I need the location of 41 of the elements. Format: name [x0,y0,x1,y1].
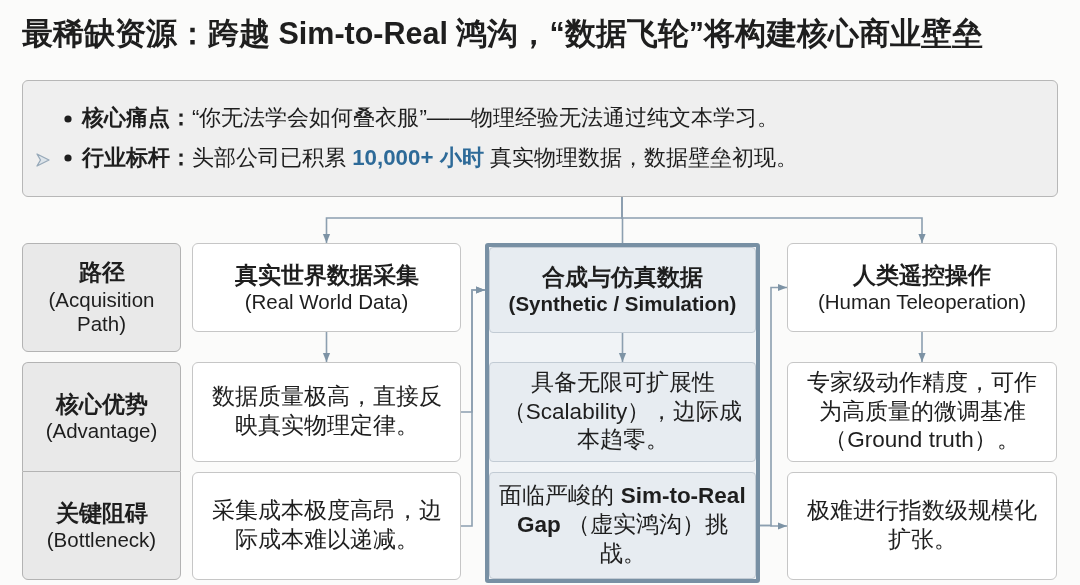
bullet-text: 核心痛点：“你无法学会如何叠衣服”——物理经验无法通过纯文本学习。 [82,105,780,132]
category-box [787,243,1057,332]
diagram-title: 最稀缺资源：跨越 Sim-to-Real 鸿沟，“数据飞轮”将构建核心商业壁垒 [22,15,983,52]
header-subtitle: (Bottleneck) [46,527,157,553]
box-title: 真实世界数据采集 [234,261,419,290]
box-text: 数据质量极高，直接反映真实物理定律。 [210,383,443,440]
connector-arrow [460,286,486,527]
bullet-text: 行业标杆：头部公司已积累 10,000+ 小时 真实物理数据，数据壁垒初现。 [82,145,798,172]
box-subtitle: (Human Teleoperation) [817,289,1027,315]
box-title: 合成与仿真数据 [542,264,703,293]
content-box [192,472,461,580]
connector-arrow [322,331,331,363]
box-subtitle: (Synthetic / Simulation) [508,292,737,317]
header-title: 核心优势 [55,391,148,420]
row-header-cell [22,243,181,352]
content-box [787,362,1057,462]
highlight-frame [485,243,760,583]
row-header-cell [22,471,181,580]
content-box [787,472,1057,580]
header-subtitle: (Acquisition Path) [47,287,156,337]
box-title: 人类遥控操作 [853,261,991,290]
box-subtitle: (Real World Data) [244,289,409,315]
summary-box [22,80,1058,197]
connector-arrow [759,522,788,530]
header-subtitle: (Advantage) [45,419,158,444]
row-header-cell [22,362,181,471]
category-box [192,243,461,332]
header-title: 关键阻碍 [55,499,148,528]
box-text: 专家级动作精度，可作为高质量的微调基准（Ground truth）。 [806,368,1038,455]
box-text: 具备无限可扩展性（Scalability），边际成本趋零。 [501,368,744,455]
connector-arrow [621,196,926,244]
box-text: 采集成本极度高昂，边际成本难以递减。 [210,497,443,554]
category-box [489,247,756,333]
box-text: 极难进行指数级规模化扩张。 [806,497,1038,554]
box-text: 面临严峻的 Sim-to-Real Gap （虚实鸿沟）挑战。 [498,482,747,568]
content-box [192,362,461,462]
connector-arrow [618,332,627,363]
connector-arrow [918,331,926,363]
header-title: 路径 [78,259,125,288]
content-box [489,362,756,462]
content-box [489,472,756,579]
